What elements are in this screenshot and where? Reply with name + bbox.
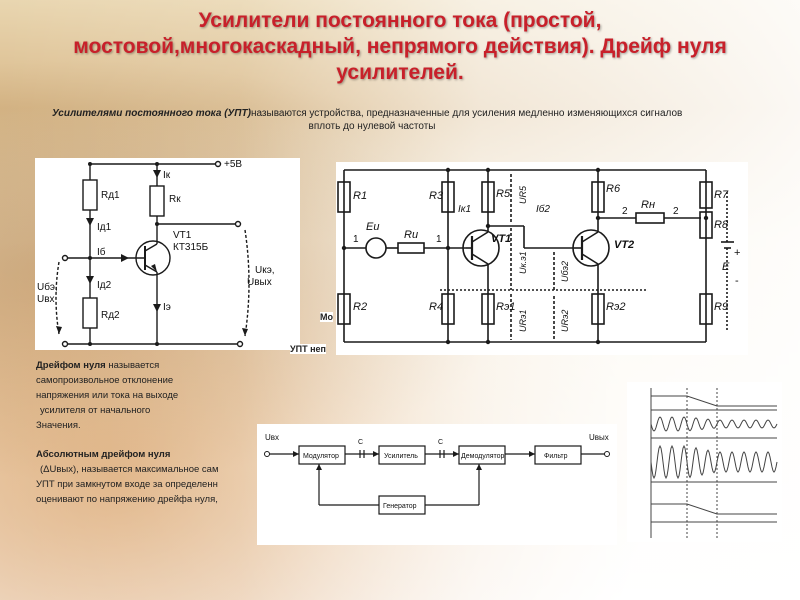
- label-node-2a: 2: [622, 206, 628, 217]
- label-r3: R3: [429, 190, 444, 202]
- label-ur5: UR5: [518, 185, 528, 204]
- block-filter: Фильтр: [544, 453, 568, 460]
- drift-line-1: называется: [108, 360, 160, 371]
- label-c1: C: [358, 439, 363, 446]
- page-title: Усилители постоянного тока (простой, мос…: [0, 8, 800, 86]
- drift-term: Дрейфом нуля: [36, 360, 106, 371]
- abs-term: Абсолютным дрейфом нуля: [36, 449, 171, 460]
- label-ib: Iб: [97, 246, 106, 258]
- label-c2: C: [438, 439, 443, 446]
- multistage-amplifier-circuit: R1 R2 R3 R4 R5 Rэ1 R6 Rэ2 R7 R8 R9 Rи Rн…: [336, 162, 748, 355]
- label-ub32: Uбэ2: [560, 261, 570, 282]
- abs-line-2: УПТ при замкнутом входе за определенн: [36, 479, 218, 490]
- label-node-1b: 1: [436, 234, 442, 245]
- label-ib2: Iб2: [536, 203, 550, 215]
- label-vt1: VT1: [173, 230, 192, 241]
- label-r6: R6: [606, 183, 621, 195]
- drift-text: Дрейфом нуля называется самопроизвольное…: [36, 358, 258, 507]
- label-ik: Iк: [163, 170, 171, 181]
- drift-line-4: усилителя от начального: [40, 405, 151, 416]
- label-re1: Rэ1: [496, 301, 515, 313]
- title-line-2: мостовой,многокаскадный, непрямого дейст…: [73, 35, 727, 58]
- label-r5: R5: [496, 188, 511, 200]
- label-ie: Iэ: [163, 302, 171, 313]
- label-rd2: Rд2: [101, 310, 120, 321]
- waveform-svg: [650, 388, 778, 538]
- label-ur32: URэ2: [560, 310, 570, 332]
- label-re2: Rэ2: [606, 301, 625, 313]
- block-modulator: Модулятор: [303, 453, 339, 460]
- block-generator: Генератор: [383, 503, 417, 510]
- label-rn: Rн: [641, 199, 655, 211]
- label-e: E: [722, 261, 730, 273]
- title-line-3: усилителей.: [336, 61, 464, 84]
- intro-definition: Усилителями постоянного тока (УПТ)называ…: [52, 107, 792, 133]
- abs-line-1: (ΔUвых), называется максимальное сам: [40, 464, 219, 475]
- drift-line-2: самопроизвольное отклонение: [36, 375, 174, 386]
- label-uout-2: Uвых: [247, 277, 272, 288]
- label-ik1: Iк1: [458, 204, 471, 215]
- modulation-amplifier-block-diagram: Uвх Uвых Модулятор Усилитель Демодулятор…: [257, 424, 617, 545]
- label-uin-1: Uбэ,: [37, 281, 58, 293]
- label-uin-2: Uвх: [37, 294, 55, 305]
- label-plus: +: [734, 247, 740, 259]
- multistage-amplifier-svg: R1 R2 R3 R4 R5 Rэ1 R6 Rэ2 R7 R8 R9 Rи Rн…: [337, 167, 740, 345]
- label-ri: Rи: [404, 229, 418, 241]
- block-demodulator: Демодулятор: [461, 453, 505, 460]
- label-id1: Iд1: [97, 222, 112, 233]
- abs-line-3: оценивают по напряжению дрейфа нуля,: [36, 494, 218, 505]
- intro-rest: называются устройства, предназначенные д…: [250, 108, 683, 119]
- drift-line-5: Значения.: [36, 420, 81, 431]
- intro-line-2: вплоть до нулевой частоты: [308, 121, 436, 132]
- label-ur31: URэ1: [518, 310, 528, 332]
- label-r9: R9: [714, 301, 728, 313]
- block-amplifier: Усилитель: [384, 453, 418, 460]
- label-id2: Iд2: [97, 280, 112, 291]
- label-vt2: VT2: [614, 239, 634, 251]
- simple-amplifier-svg: +5В Rд1 Iд1 Iб Iд2 Rд2 Iк Rк VT1 КТ315Б …: [37, 159, 275, 348]
- label-ei: Eи: [366, 221, 379, 233]
- label-r2: R2: [353, 301, 367, 313]
- waveform-diagram: [627, 382, 782, 542]
- block-diagram-svg: Uвх Uвых Модулятор Усилитель Демодулятор…: [264, 433, 610, 515]
- label-r1: R1: [353, 190, 367, 202]
- label-node-1a: 1: [353, 234, 359, 245]
- label-uout: Uвых: [589, 433, 609, 442]
- label-uout-1: Uкэ,: [255, 265, 275, 276]
- label-supply: +5В: [224, 159, 242, 170]
- intro-term: Усилителями постоянного тока (УПТ): [52, 108, 251, 119]
- cut-text-upt: УПТ неп: [290, 344, 326, 354]
- label-r7: R7: [714, 189, 729, 201]
- label-uin: Uвх: [265, 433, 279, 442]
- cut-text-mo: Мо: [320, 312, 333, 322]
- title-line-1: Усилители постоянного тока (простой,: [198, 9, 602, 32]
- label-rd1: Rд1: [101, 190, 120, 201]
- label-vt1b: VT1: [491, 233, 511, 245]
- label-r8: R8: [714, 219, 729, 231]
- drift-line-3: напряжения или тока на выходе: [36, 390, 179, 401]
- label-part: КТ315Б: [173, 242, 209, 253]
- label-rk: Rк: [169, 194, 181, 205]
- label-node-2b: 2: [673, 206, 679, 217]
- simple-amplifier-circuit: +5В Rд1 Iд1 Iб Iд2 Rд2 Iк Rк VT1 КТ315Б …: [35, 158, 300, 350]
- label-uk31: Uк.э1: [518, 251, 528, 274]
- label-minus: -: [735, 275, 739, 287]
- label-r4: R4: [429, 301, 443, 313]
